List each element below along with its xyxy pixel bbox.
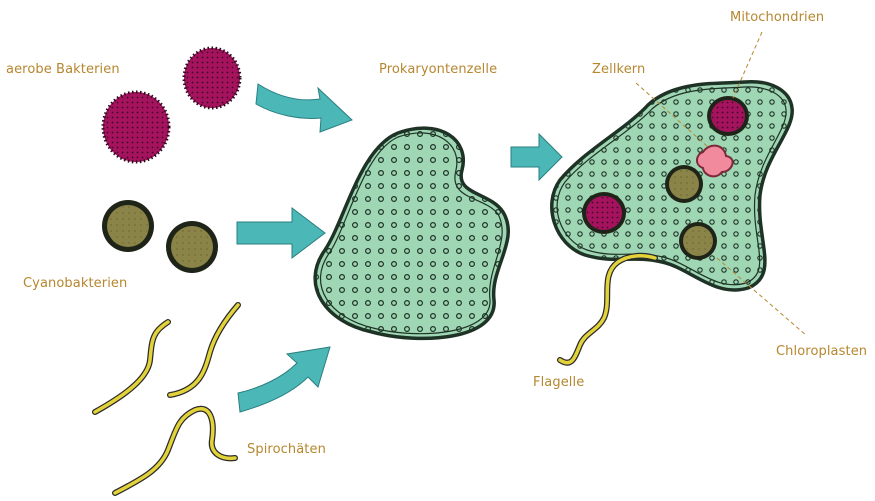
aerobic-bacterium-small xyxy=(184,48,240,108)
aerobic-bacterium-large xyxy=(103,92,169,162)
label-mitochondria: Mitochondrien xyxy=(730,10,824,25)
label-cyanobacteria: Cyanobakterien xyxy=(23,276,127,291)
label-nucleus: Zellkern xyxy=(592,62,645,77)
cyanobacterium-1 xyxy=(102,200,154,252)
chloroplast-2 xyxy=(679,222,717,260)
mitochondrion-top xyxy=(707,96,749,136)
cyanobacterium-2 xyxy=(166,221,218,273)
arrow-cyano xyxy=(237,208,325,258)
label-flagellum: Flagelle xyxy=(533,375,584,390)
chloroplast-1 xyxy=(665,165,703,203)
label-prokaryote-cell: Prokaryontenzelle xyxy=(379,62,497,77)
label-spirochetes: Spirochäten xyxy=(247,442,326,457)
eukaryote-cell xyxy=(552,82,792,363)
arrow-spirochete xyxy=(238,347,330,412)
label-aerobic-bacteria: aerobe Bakterien xyxy=(6,62,120,77)
mitochondrion-left xyxy=(582,192,626,234)
arrow-cell-to-cell xyxy=(511,134,562,180)
label-chloroplasts: Chloroplasten xyxy=(776,344,867,359)
arrow-aerobic xyxy=(256,84,352,132)
prokaryote-cell xyxy=(315,128,508,338)
spirochetes xyxy=(95,305,238,493)
